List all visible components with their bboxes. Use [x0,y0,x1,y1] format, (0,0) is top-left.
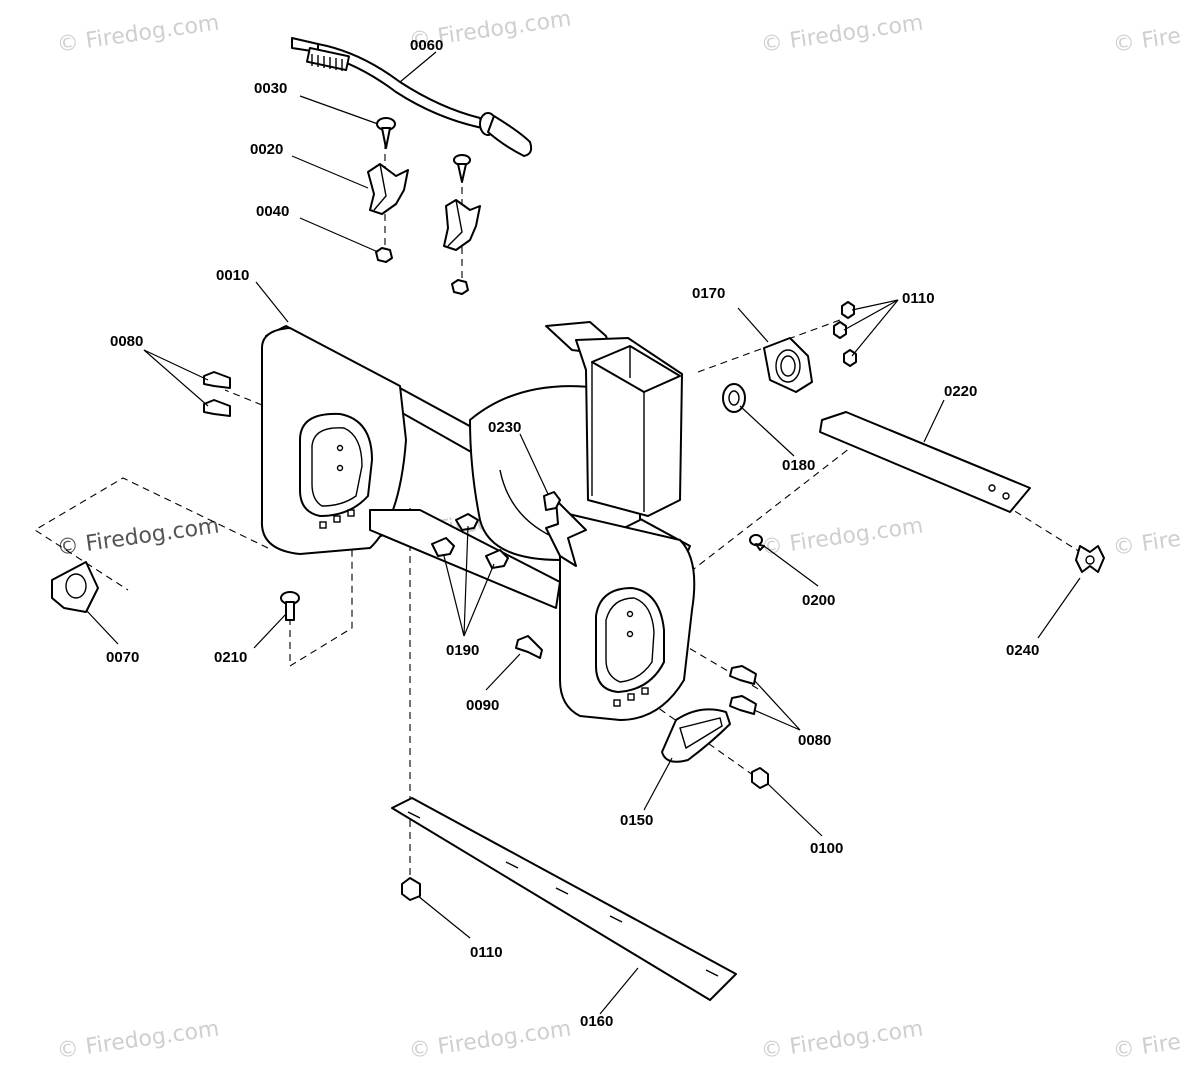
bolt [203,399,231,417]
bolt [431,537,455,557]
auger-housing [260,321,696,721]
callout-0100: 0100 [810,840,843,857]
callout-0010: 0010 [216,267,249,284]
nut [451,279,469,295]
clip [367,163,409,215]
watermark: © Firedog.com [1111,1016,1180,1064]
nut [841,301,855,319]
watermark: © Firedog.com [55,513,221,561]
callout-0170: 0170 [692,285,725,302]
callout-0180: 0180 [782,457,815,474]
callout-0110-bottom: 0110 [470,944,503,961]
nut [375,247,393,263]
watermark: © Firedog.com [407,1016,573,1064]
screw [453,154,471,183]
callout-0090: 0090 [466,697,499,714]
nut [401,877,421,901]
callout-0160: 0160 [580,1013,613,1030]
bolt [729,695,757,715]
callout-0240: 0240 [1006,642,1039,659]
bolt [485,549,509,569]
bolt [515,635,543,659]
nut [833,321,847,339]
nut [751,767,769,789]
watermark: © Firedog.com [759,10,925,58]
callout-0110-top: 0110 [902,290,935,307]
callout-0200: 0200 [802,592,835,609]
callout-0070: 0070 [106,649,139,666]
bolt [203,371,231,389]
callout-0230: 0230 [488,419,521,436]
watermark: © Firedog.com [1111,10,1180,58]
callout-0150: 0150 [620,812,653,829]
callout-0040: 0040 [256,203,289,220]
chute-rod [291,37,533,157]
wing-nut [1075,545,1105,573]
watermark: © Firedog.com [55,10,221,58]
callout-0220: 0220 [944,383,977,400]
screw [749,534,765,551]
callout-0210: 0210 [214,649,247,666]
chute-bar [819,411,1031,513]
carriage-bolt [280,591,300,621]
screw [543,491,561,511]
callouts: 0060 0030 0020 0040 0010 0080 0170 0110 … [106,37,1039,1030]
bearing-flange [763,337,813,393]
watermark: © Firedog.com [759,1016,925,1064]
bearing-plate [51,561,99,613]
callout-0060: 0060 [410,37,443,54]
bearing [722,383,746,413]
watermark: © Firedog.com [55,1016,221,1064]
scraper-bar [391,797,737,1001]
watermark: © Firedog.com [1111,513,1180,561]
skid-shoe [661,708,731,763]
callout-0080-right: 0080 [798,732,831,749]
clip [443,199,481,251]
screw [376,117,396,149]
callout-0190: 0190 [446,642,479,659]
callout-0080-left: 0080 [110,333,143,350]
watermark: © Firedog.com [759,513,925,561]
bolt [729,665,757,685]
callout-0020: 0020 [250,141,283,158]
bolt [455,513,479,531]
leader-lines [85,51,1081,1015]
callout-0030: 0030 [254,80,287,97]
